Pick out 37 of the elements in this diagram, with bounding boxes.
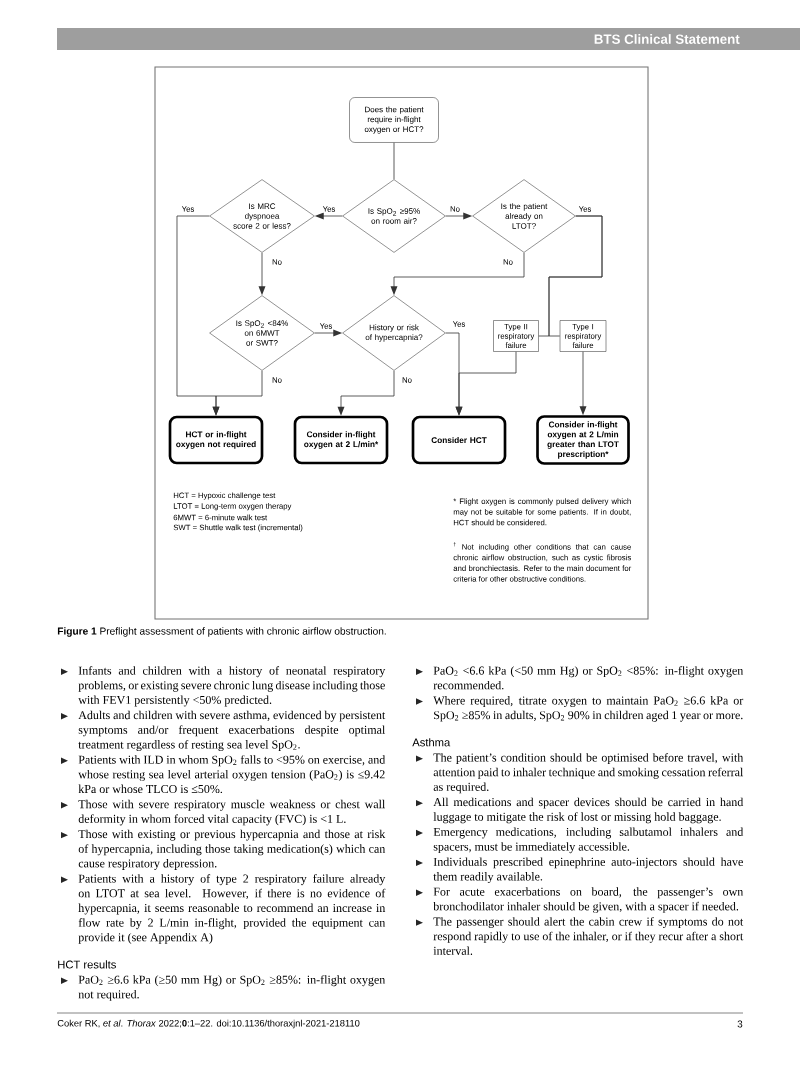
arrow — [455, 351, 517, 416]
start-box: Does the patient require in-flight oxygen or HCT? — [349, 97, 439, 143]
bullet-item: Those with severe respiratory muscle weakness or chest wall deformity in whom forced vital capacity (FVC) is <1 L. — [61, 799, 386, 826]
bullet-item: All medications and spacer devices should be carried in hand luggage to mitigate the risk of lost or missing hold baggage. — [416, 797, 744, 824]
outcome-box: Consider HCT — [411, 415, 507, 465]
connector-line — [393, 142, 395, 180]
arrow — [390, 252, 525, 296]
bullet-item: Emergency medications, including salbutamol inhalers and spacers, must be immediately accessible. — [416, 827, 744, 854]
page-number: 3 — [737, 1020, 743, 1028]
arrow — [445, 212, 473, 220]
bullet-item: PaO$_{2}$ <6.6 kPa (<50 mm Hg) or SpO$_{2}$ <85%: in-flight oxygen recommended. — [416, 666, 744, 690]
bullet-item: Those with existing or previous hypercapnia and those at risk of hypercapnia, including those taking medication(s) which can cause respiratory depression. — [61, 829, 386, 870]
header-bar: BTS Clinical Statement — [57, 28, 800, 50]
bullet-item: For acute exacerbations on board, the passenger’s own bronchodilator inhaler should be given, with a spacer if needed. — [416, 887, 744, 913]
bullet-item: Individuals prescribed epinephrine auto-injectors should have them readily available. — [416, 857, 743, 883]
bullet-item: Infants and children with a history of neonatal respiratory problems, or existing severe chronic lung disease including those with FEV1 persistently <50% predicted. — [61, 666, 386, 707]
bullet-item: PaO$_{2}$ ≥6.6 kPa (≥50 mm Hg) or SpO$_{2}$ ≥85%: in-flight oxygen not required. — [61, 975, 386, 1001]
outcome-box: HCT or in-flight oxygen not required — [168, 415, 264, 465]
bullet-item: Patients with ILD in whom SpO$_{2}$ falls to <95% on exercise, and whose resting sea level arterial oxygen tension (PaO$_{2}$) is ≤9.42 kPa or whose TLCO is ≤50%. — [61, 755, 386, 794]
outcome-box: Consider in-flight oxygen at 2 L/min greater than LTOT prescription* — [536, 415, 630, 465]
bullet-item: Adults and children with severe asthma, evidenced by persistent symptoms and/or frequent exacerbations despite optimal treatment regardless of resting sea level SpO$_{2}$. — [61, 710, 386, 751]
arrow — [337, 370, 395, 416]
connector-line — [548, 215, 603, 337]
section-heading: HCT results — [58, 960, 116, 969]
arrow — [314, 212, 343, 220]
arrow — [212, 370, 263, 416]
section-heading: Asthma — [412, 738, 451, 747]
arrow — [314, 329, 343, 337]
bullet-item: Where required, titrate oxygen to maintain PaO$_{2}$ ≥6.6 kPa or SpO$_{2}$ ≥85% in adults, SpO$_{2}$ 90% in children aged 1 year or more. — [416, 696, 744, 722]
bullet-item: The patient’s condition should be optimised before travel, with attention paid to inhaler technique and smoking cessation referral as required. — [416, 753, 744, 794]
arrow — [258, 252, 266, 296]
figure-caption: Figure 1 Preflight assessment of patients with chronic airflow obstruction. — [57, 627, 386, 637]
outcome-box: Consider in-flight oxygen at 2 L/min* — [293, 415, 389, 465]
footer-citation: Coker RK, et al. Thorax 2022;0:1–22. doi:10.1136/thoraxjnl-2021-218110 — [57, 1019, 360, 1029]
bullet-item: Patients with a history of type 2 respiratory failure already on LTOT at sea level. However, if there is no evidence of hypercapnia, it seems reasonable to recommend an increase in flow rate by 2 L/min in-flight, provided the equipment can provide it (see Appendix A) — [61, 874, 386, 944]
arrow — [579, 351, 587, 416]
bullet-item: The passenger should alert the cabin crew if symptoms do not respond rapidly to use of the inhaler, or if they recur after a short interval. — [416, 917, 744, 955]
